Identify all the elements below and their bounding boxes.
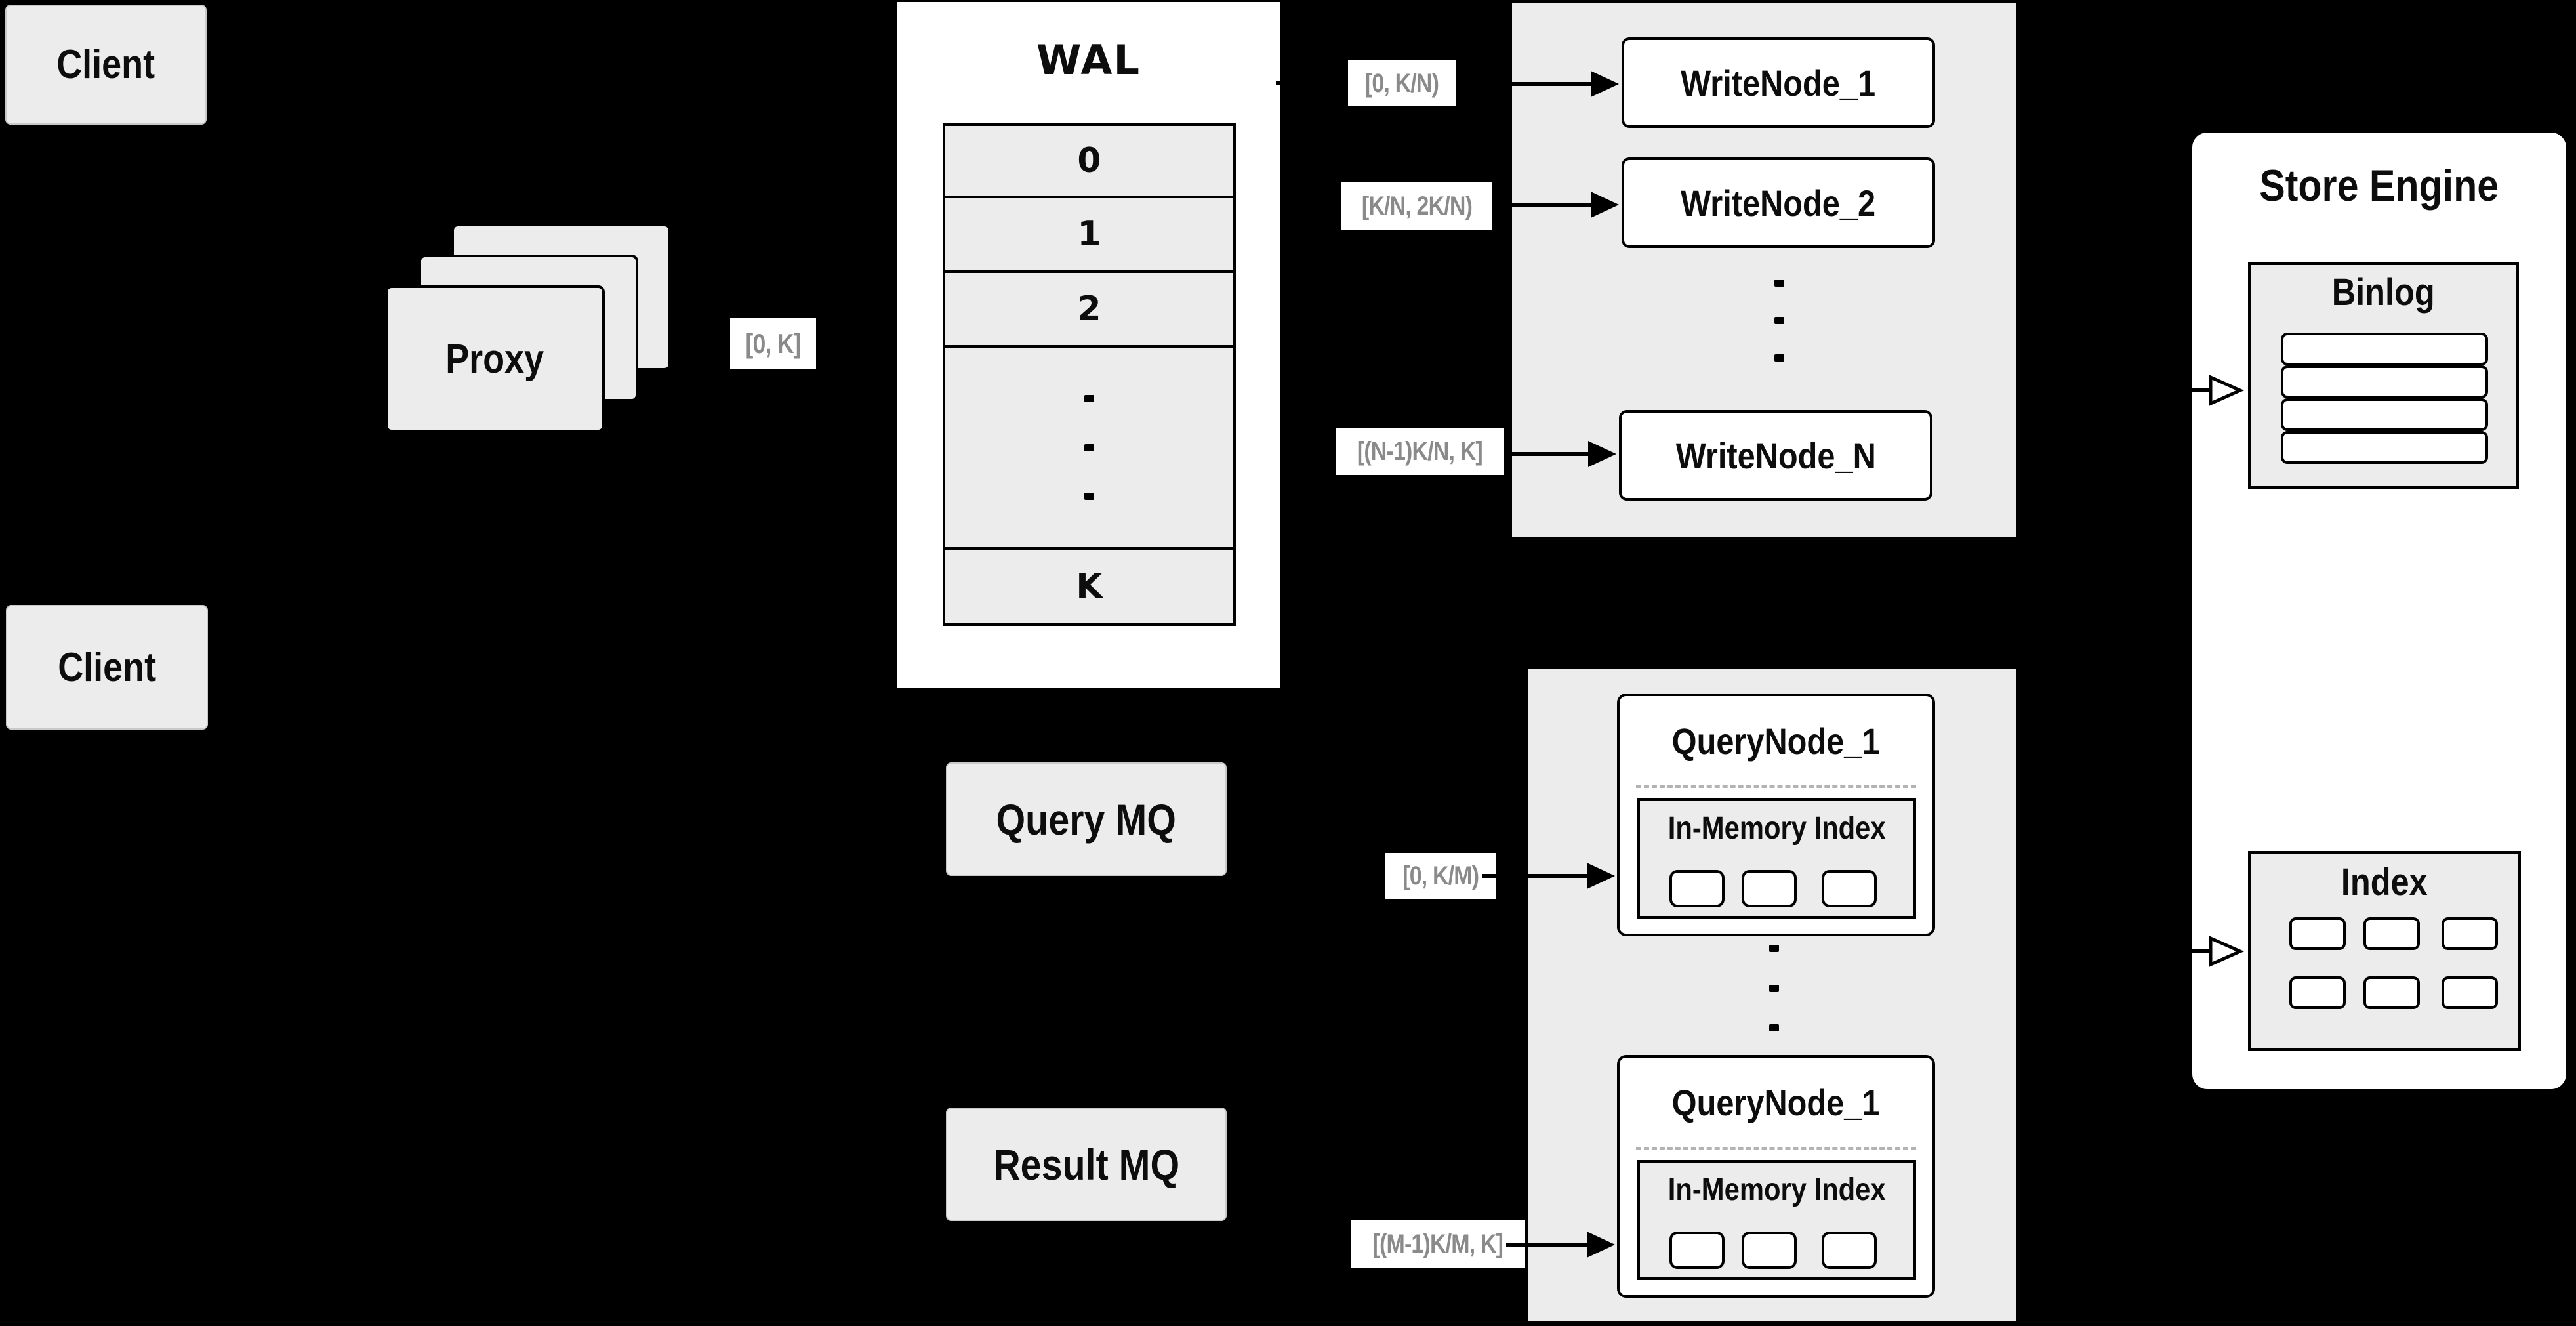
wal-row-1: 1 [945,198,1233,273]
proxy-card-front: Proxy [385,285,605,432]
index-cell [2363,976,2420,1009]
result-mq-box: Result MQ [946,1108,1227,1221]
range-chip-query-1-text: [0, K/M) [1402,861,1479,890]
wal-row-k: K [945,550,1233,623]
range-chip-write-2: [K/N, 2K/N) [1341,182,1492,230]
write-nodes-ellipsis-dots [1774,280,1784,362]
index-cell [2442,976,2498,1009]
query-mq-label: Query MQ [996,795,1177,844]
binlog-title: Binlog [2332,271,2435,314]
arrow-to-index [2137,936,2245,967]
index-cell [2442,917,2498,950]
write-node-2-label: WriteNode_2 [1681,182,1876,224]
proxy-label: Proxy [445,336,544,382]
arrow-to-write-node-2 [1506,192,1619,218]
query-node-1-title-area: QueryNode_1 [1620,696,1932,785]
query-node-m-divider [1636,1147,1916,1150]
client-box-top: Client [5,5,207,125]
memory-cell [1822,870,1877,907]
memory-cell [1742,870,1797,907]
range-chip-write-2-text: [K/N, 2K/N) [1361,191,1473,220]
store-engine-panel: Store Engine Binlog Index [2189,129,2569,1092]
wal-panel: WAL 0 1 2 K [897,2,1280,688]
arrow-to-query-node-1 [1482,863,1615,889]
query-mq-box: Query MQ [946,762,1227,876]
index-cell [2363,917,2420,950]
query-node-1: QueryNode_1 In-Memory Index [1617,694,1935,936]
range-chip-query-m-text: [(M-1)K/M, K] [1372,1229,1503,1258]
range-chip-proxy-wal-text: [0, K] [745,327,801,359]
binlog-row [2281,365,2488,398]
query-node-1-label: QueryNode_1 [1672,720,1880,762]
wal-ellipsis-dots [1084,395,1094,500]
query-node-1-inmemory-label: In-Memory Index [1667,811,1886,846]
binlog-row [2281,333,2488,365]
query-node-m: QueryNode_1 In-Memory Index [1617,1055,1935,1298]
range-chip-write-1: [0, K/N) [1348,60,1456,106]
query-node-m-title-area: QueryNode_1 [1620,1058,1932,1147]
memory-cell [1669,1232,1725,1269]
memory-cell [1669,870,1725,907]
wal-row-0: 0 [945,126,1233,198]
arrow-to-query-node-m [1506,1232,1615,1258]
write-node-n: WriteNode_N [1619,410,1932,501]
range-chip-write-1-text: [0, K/N) [1364,68,1439,98]
wal-arrow-stub [1276,81,1281,85]
store-engine-title: Store Engine [2259,161,2499,211]
client-top-label: Client [56,42,155,87]
index-box: Index [2248,851,2521,1051]
query-node-m-inmemory-box: In-Memory Index [1637,1160,1916,1280]
range-chip-proxy-wal: [0, K] [730,318,816,369]
index-cell [2289,976,2346,1009]
write-node-1-label: WriteNode_1 [1681,62,1876,104]
range-chip-query-1: [0, K/M) [1385,853,1496,899]
query-nodes-ellipsis-dots [1769,945,1779,1031]
arrow-to-binlog [2137,375,2245,406]
query-node-1-divider [1636,785,1916,788]
query-node-1-inmemory-box: In-Memory Index [1637,798,1916,919]
arrow-to-write-node-n [1506,441,1616,467]
wal-row-2: 2 [945,273,1233,348]
memory-cell [1822,1232,1877,1269]
range-chip-query-m: [(M-1)K/M, K] [1351,1220,1525,1268]
client-bottom-label: Client [58,644,156,690]
write-node-n-label: WriteNode_N [1675,434,1876,476]
range-chip-write-n-text: [(N-1)K/N, K] [1357,436,1483,466]
binlog-row [2281,431,2488,464]
write-node-2: WriteNode_2 [1622,157,1935,248]
index-title: Index [2341,861,2428,903]
query-node-m-inmemory-label: In-Memory Index [1667,1172,1886,1207]
wal-title: WAL [1036,36,1141,84]
arrow-to-write-node-1 [1476,71,1619,97]
result-mq-label: Result MQ [993,1140,1179,1189]
wal-row-ellipsis [945,348,1233,550]
binlog-box: Binlog [2248,262,2519,489]
index-cell [2289,917,2346,950]
binlog-row [2281,398,2488,431]
client-box-bottom: Client [6,605,208,730]
write-node-1: WriteNode_1 [1622,37,1935,128]
query-node-m-label: QueryNode_1 [1672,1081,1880,1123]
wal-table: 0 1 2 K [943,123,1236,626]
range-chip-write-n: [(N-1)K/N, K] [1336,428,1504,475]
memory-cell [1742,1232,1797,1269]
